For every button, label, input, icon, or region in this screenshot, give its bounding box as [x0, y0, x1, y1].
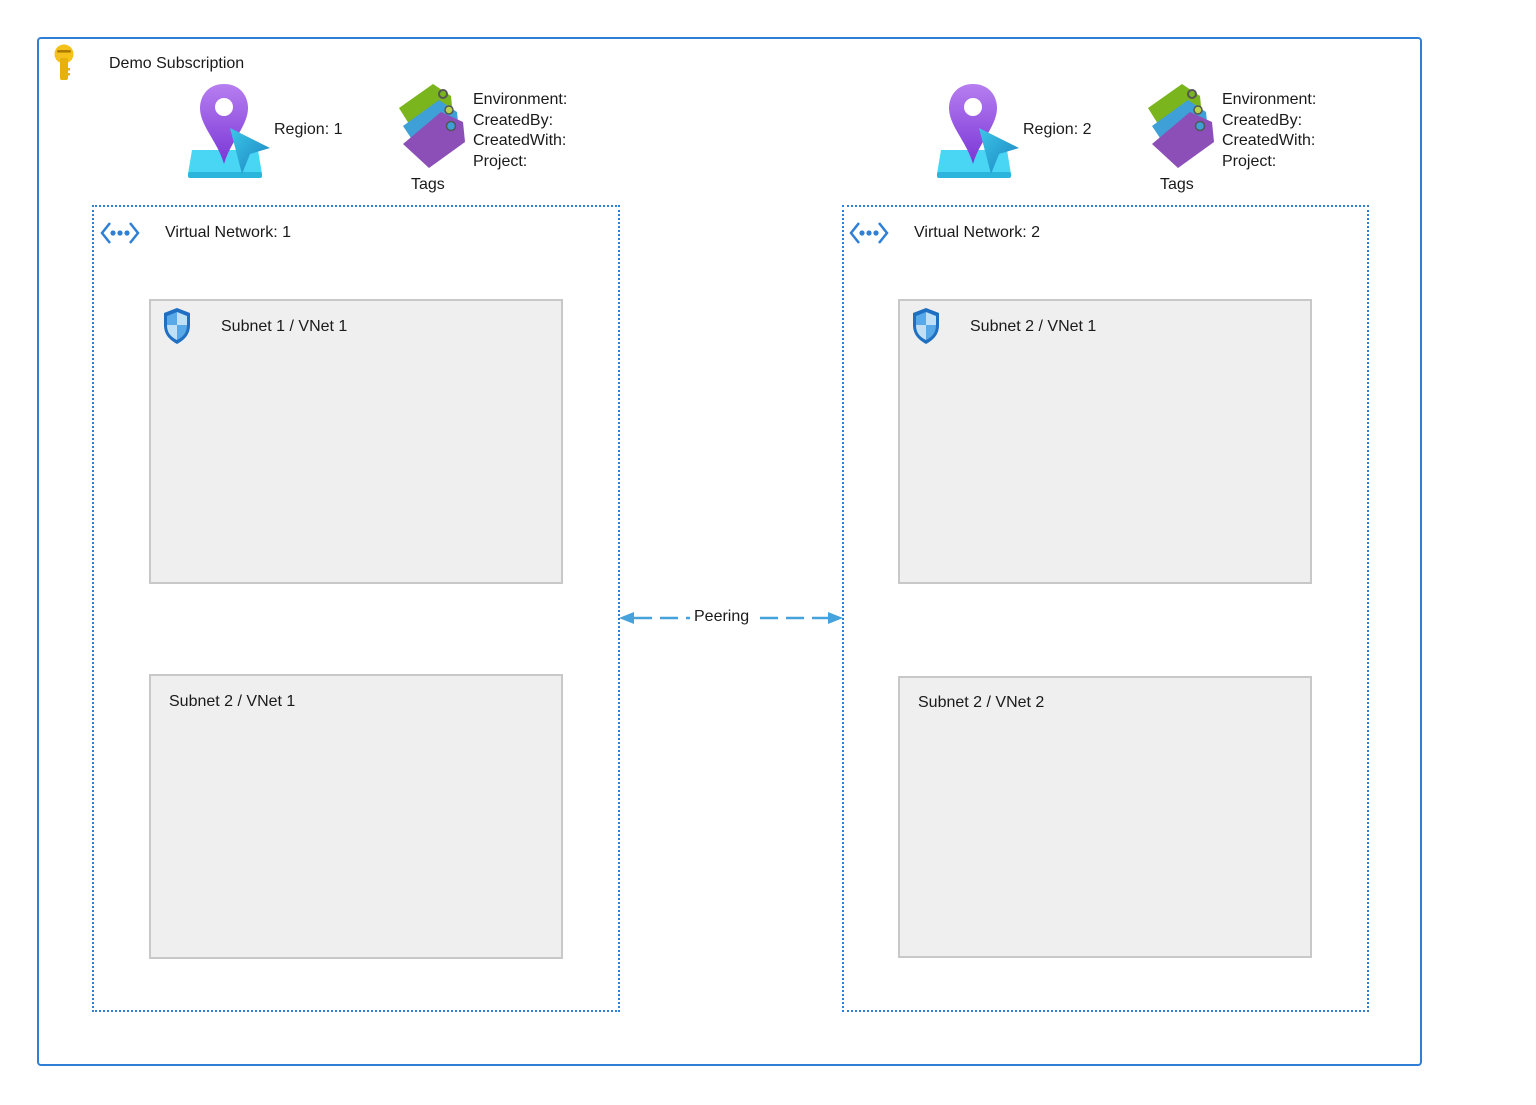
tag-key-created-by: CreatedBy:	[473, 111, 554, 129]
key-icon	[54, 44, 74, 80]
virtual-network-label: Virtual Network: 2	[914, 224, 1040, 241]
tags-icon	[1148, 84, 1214, 168]
shield-icon	[913, 308, 939, 344]
arrow-right-icon	[828, 612, 843, 624]
virtual-network-container	[842, 205, 1369, 1012]
region-pin-icon	[937, 84, 1019, 178]
subnet-box[interactable]	[149, 299, 563, 584]
peering-label: Peering	[694, 608, 750, 625]
virtual-network-icon	[100, 222, 140, 244]
tags-caption: Tags	[411, 176, 445, 193]
subnet-label: Subnet 2 / VNet 1	[970, 318, 1097, 335]
virtual-network-container	[92, 205, 620, 1012]
virtual-network-label: Virtual Network: 1	[165, 224, 291, 241]
tag-key-created-with: CreatedWith:	[1222, 132, 1316, 149]
region-label: Region: 1	[274, 121, 343, 138]
tag-key-environment: Environment:	[473, 91, 568, 108]
subnet-label: Subnet 1 / VNet 1	[221, 318, 348, 335]
subnet-box[interactable]	[898, 676, 1312, 958]
tags-caption: Tags	[1160, 176, 1194, 193]
tag-key-environment: Environment:	[1222, 91, 1317, 108]
tag-list: Environment: CreatedBy: CreatedWith: Pro…	[473, 90, 567, 172]
tag-list: Environment: CreatedBy: CreatedWith: Pro…	[1222, 90, 1316, 172]
tag-key-created-with: CreatedWith:	[473, 132, 567, 149]
subnet-box[interactable]	[149, 674, 563, 959]
subnet-label: Subnet 2 / VNet 1	[169, 693, 296, 710]
tags-icon	[399, 84, 465, 168]
arrow-left-icon	[619, 612, 634, 624]
tag-key-created-by: CreatedBy:	[1222, 111, 1303, 129]
virtual-network-icon	[849, 222, 889, 244]
region-label: Region: 2	[1023, 121, 1092, 138]
tag-key-project: Project:	[473, 152, 528, 170]
peering-connector[interactable]	[618, 608, 844, 628]
subnet-label: Subnet 2 / VNet 2	[918, 694, 1045, 711]
region-pin-icon	[188, 84, 270, 178]
subnet-box[interactable]	[898, 299, 1312, 584]
subscription-container	[37, 37, 1422, 1066]
shield-icon	[164, 308, 190, 344]
tag-key-project: Project:	[1222, 152, 1277, 170]
subscription-title: Demo Subscription	[109, 55, 245, 72]
